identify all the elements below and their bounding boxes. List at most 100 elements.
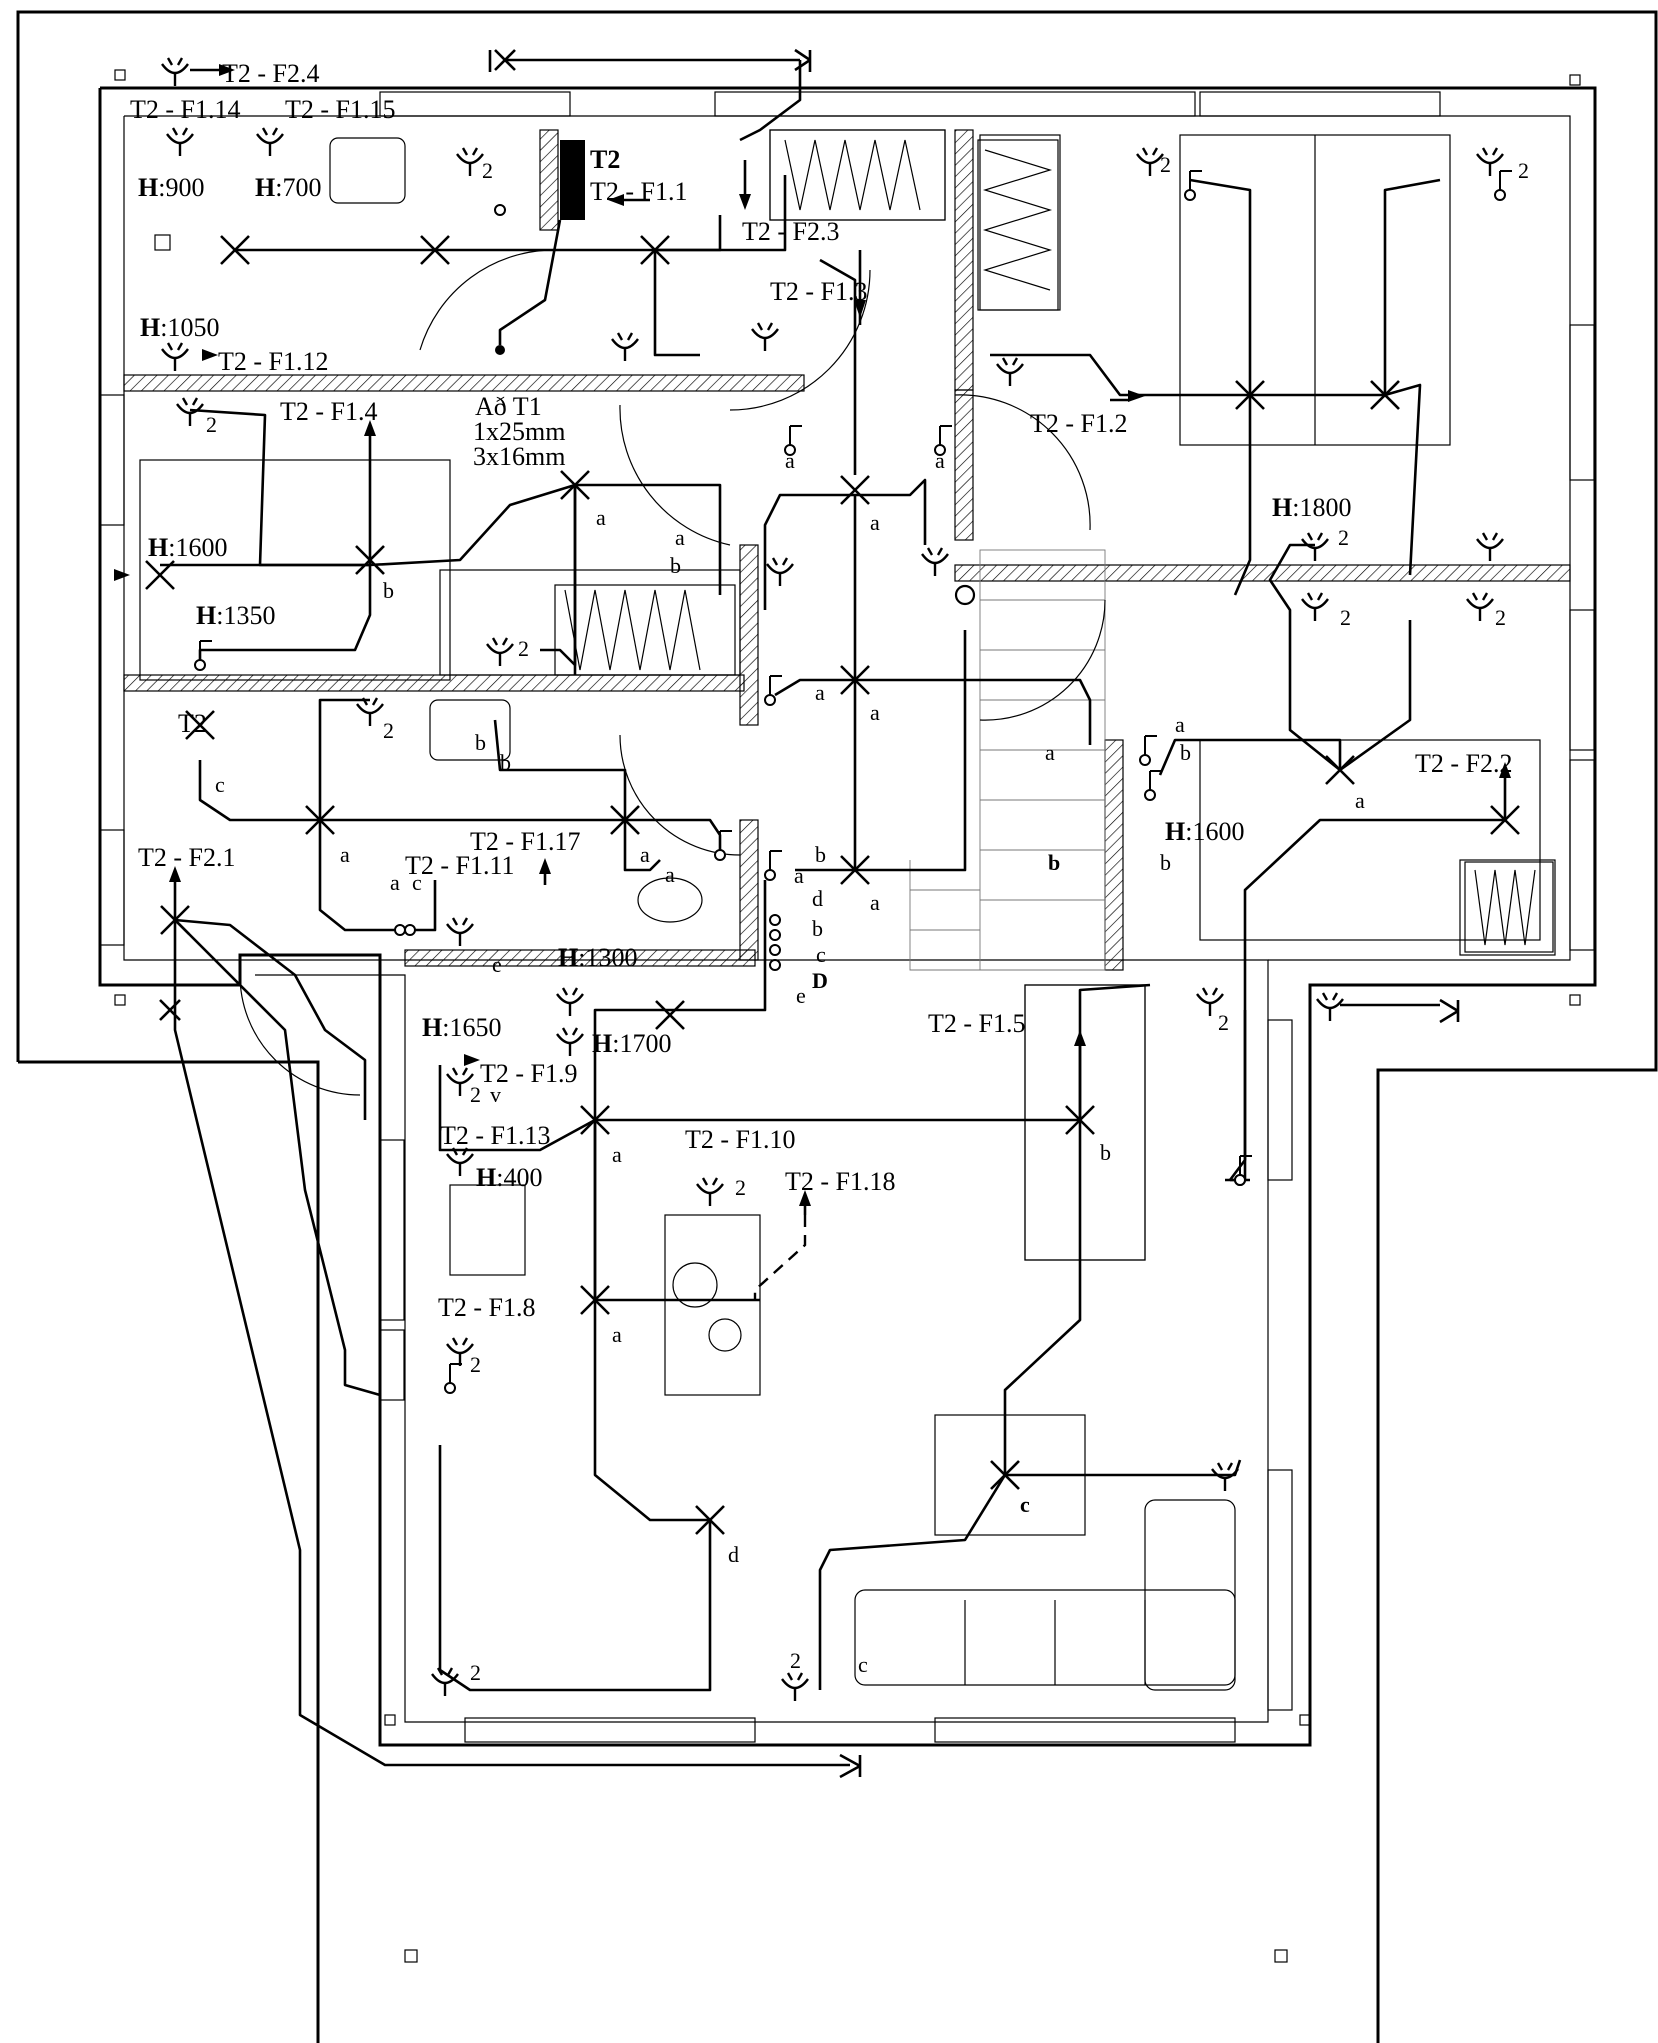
svg-text:2: 2 (1518, 158, 1529, 183)
svg-text:b: b (815, 842, 826, 867)
svg-text:a: a (785, 448, 795, 473)
svg-text:2: 2 (206, 412, 217, 437)
svg-text:a: a (640, 842, 650, 867)
circuit-labels: T2 - F2.4 T2 - F1.14 T2 - F1.15 T2 T2 - … (130, 59, 1513, 1322)
svg-text:a: a (665, 862, 675, 887)
svg-text:2: 2 (1495, 605, 1506, 630)
label-panel: T2 (590, 145, 620, 174)
svg-text:c: c (412, 870, 422, 895)
label-f18: T2 - F1.8 (438, 1293, 536, 1322)
terminators (159, 48, 1460, 1779)
svg-text:H:400: H:400 (476, 1163, 542, 1192)
svg-text:a: a (1175, 712, 1185, 737)
label-f22: T2 - F2.2 (1415, 749, 1513, 778)
svg-text:e: e (492, 952, 502, 977)
svg-text:2: 2 (470, 1082, 481, 1107)
svg-text:a: a (870, 890, 880, 915)
svg-text:b: b (1180, 740, 1191, 765)
label-f111: T2 - F1.11 (405, 851, 515, 880)
svg-text:a: a (612, 1142, 622, 1167)
svg-text:b: b (500, 750, 511, 775)
outlet-counts: 2 2 2 2 2 2 2 2 2 2 2 2 2 2 2 (206, 152, 1529, 1685)
label-f113: T2 - F1.13 (440, 1121, 551, 1150)
light-points (144, 234, 1521, 1536)
svg-text:a: a (612, 1322, 622, 1347)
interior-walls (123, 129, 1571, 971)
svg-text:v: v (490, 1082, 501, 1107)
exterior-walls (98, 86, 1597, 1747)
svg-text:a: a (390, 870, 400, 895)
svg-text:2: 2 (1340, 605, 1351, 630)
svg-text:H:700: H:700 (255, 173, 321, 202)
wardrobes (554, 129, 1554, 953)
svg-text:2: 2 (1338, 525, 1349, 550)
supply-line-3: 3x16mm (473, 442, 565, 471)
label-f12: T2 - F1.2 (1030, 409, 1128, 438)
svg-text:a: a (1355, 788, 1365, 813)
supply-line-1: Að T1 (475, 392, 542, 421)
svg-text:H:1600: H:1600 (148, 533, 227, 562)
height-labels: H:900 H:700 H:1050 H:1600 H:1350 H:1800 … (138, 173, 1351, 1192)
svg-text:b: b (812, 916, 823, 941)
svg-text:2: 2 (470, 1352, 481, 1377)
svg-text:2: 2 (735, 1175, 746, 1200)
fixtures (139, 129, 1556, 1691)
svg-text:H:1350: H:1350 (196, 601, 275, 630)
svg-text:H:1300: H:1300 (558, 943, 637, 972)
label-f21: T2 - F2.1 (138, 843, 236, 872)
svg-text:2: 2 (470, 1660, 481, 1685)
svg-text:a: a (340, 842, 350, 867)
svg-text:b: b (1048, 850, 1060, 875)
svg-text:b: b (670, 553, 681, 578)
switches (194, 170, 1513, 1394)
label-t2: T2 (178, 709, 207, 738)
svg-text:H:1800: H:1800 (1272, 493, 1351, 522)
svg-text:H:1600: H:1600 (1165, 817, 1244, 846)
svg-text:d: d (728, 1542, 739, 1567)
label-f19: T2 - F1.9 (480, 1059, 578, 1088)
label-f15: T2 - F1.5 (928, 1009, 1026, 1038)
label-f115: T2 - F1.15 (285, 95, 396, 124)
reference-markers (114, 69, 1581, 1963)
svg-text:c: c (215, 772, 225, 797)
label-f117: T2 - F1.17 (470, 827, 581, 856)
svg-text:a: a (794, 863, 804, 888)
distribution-panel (560, 140, 585, 220)
svg-text:c: c (858, 1652, 868, 1677)
svg-text:a: a (1045, 740, 1055, 765)
svg-text:2: 2 (1218, 1010, 1229, 1035)
label-f118: T2 - F1.18 (785, 1167, 896, 1196)
label-f110: T2 - F1.10 (685, 1125, 796, 1154)
svg-text:a: a (870, 700, 880, 725)
label-f11: T2 - F1.1 (590, 177, 688, 206)
svg-text:H:1050: H:1050 (140, 313, 219, 342)
svg-text:c: c (1020, 1492, 1030, 1517)
switch-letters: a a a a a b b a a b b c a a a b a c a a … (215, 448, 1365, 1677)
label-f114: T2 - F1.14 (130, 95, 241, 124)
svg-text:a: a (935, 448, 945, 473)
svg-text:2: 2 (383, 718, 394, 743)
supply-line-2: 1x25mm (473, 417, 565, 446)
svg-text:a: a (870, 510, 880, 535)
label-f23: T2 - F2.3 (742, 217, 840, 246)
svg-text:b: b (383, 578, 394, 603)
label-f13: T2 - F1.3 (770, 277, 868, 306)
svg-text:2: 2 (482, 158, 493, 183)
svg-text:b: b (1160, 850, 1171, 875)
svg-text:b: b (475, 730, 486, 755)
label-f14: T2 - F1.4 (280, 397, 378, 426)
circuit-wiring (160, 58, 1505, 1767)
svg-text:2: 2 (790, 1648, 801, 1673)
site-frame (16, 10, 1658, 2043)
homerun-arrows (114, 64, 1511, 1215)
svg-text:b: b (1100, 1140, 1111, 1165)
svg-text:e: e (796, 983, 806, 1008)
svg-text:D: D (812, 968, 828, 993)
supply-note: Að T1 1x25mm 3x16mm (473, 392, 565, 471)
svg-text:d: d (812, 886, 823, 911)
svg-text:a: a (596, 505, 606, 530)
svg-text:a: a (675, 525, 685, 550)
svg-text:H:1700: H:1700 (592, 1029, 671, 1058)
svg-text:H:900: H:900 (138, 173, 204, 202)
svg-text:a: a (815, 680, 825, 705)
